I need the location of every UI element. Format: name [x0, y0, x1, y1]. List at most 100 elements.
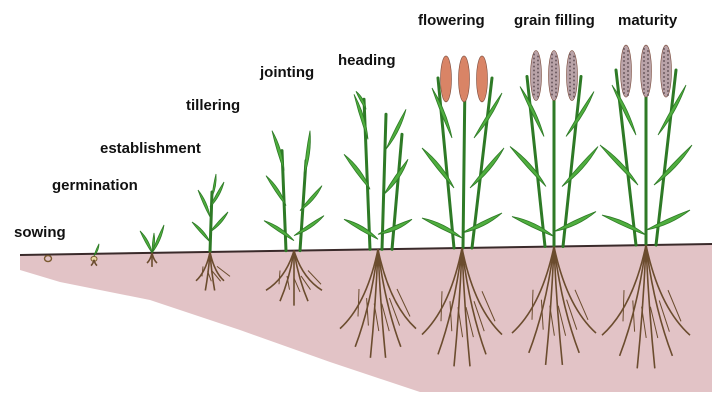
grain [533, 54, 535, 56]
grain [667, 82, 669, 84]
grain [663, 48, 665, 50]
grain [537, 96, 539, 98]
grain [569, 70, 571, 72]
grain [533, 66, 535, 68]
grain [627, 54, 629, 56]
grain [643, 72, 645, 74]
grain [647, 90, 649, 92]
grain [663, 52, 665, 54]
grain [623, 80, 625, 82]
label-heading: heading [338, 52, 396, 69]
stem [210, 192, 212, 252]
grain [663, 64, 665, 66]
grain [573, 84, 575, 86]
label-tillering: tillering [186, 97, 240, 114]
grain [555, 92, 557, 94]
stem [382, 114, 386, 249]
grain [569, 54, 571, 56]
grain [537, 68, 539, 70]
grain [667, 86, 669, 88]
grain-head [621, 45, 632, 97]
grain [663, 76, 665, 78]
grain-head [661, 45, 672, 97]
soil-profile [20, 244, 712, 392]
grain [667, 74, 669, 76]
grain [627, 86, 629, 88]
grain [643, 48, 645, 50]
grain [533, 90, 535, 92]
grain [537, 84, 539, 86]
leaf [386, 109, 406, 149]
grain [647, 58, 649, 60]
leaf [198, 190, 210, 217]
grain [533, 70, 535, 72]
grain [623, 72, 625, 74]
leaf [600, 145, 638, 185]
grain [573, 68, 575, 70]
grain [533, 82, 535, 84]
grain [627, 94, 629, 96]
grain [643, 84, 645, 86]
grain [627, 66, 629, 68]
grain [551, 82, 553, 84]
grain [667, 50, 669, 52]
grain [667, 78, 669, 80]
grain [667, 58, 669, 60]
grain-head [641, 45, 652, 97]
grain [627, 90, 629, 92]
grain [643, 60, 645, 62]
grain [643, 80, 645, 82]
leaf [602, 215, 646, 235]
grain [667, 94, 669, 96]
leaf [646, 210, 690, 230]
grain [667, 54, 669, 56]
stem [463, 78, 465, 248]
grain [533, 62, 535, 64]
grain-head [567, 51, 578, 101]
leaf [192, 222, 210, 242]
grain [623, 48, 625, 50]
grain [647, 86, 649, 88]
grain [569, 74, 571, 76]
leaf [422, 218, 462, 238]
leaf [422, 148, 454, 188]
grain-head [531, 51, 542, 101]
grain [627, 58, 629, 60]
grain [643, 92, 645, 94]
grain [533, 94, 535, 96]
leaf [344, 219, 378, 239]
grain [663, 56, 665, 58]
grain [551, 54, 553, 56]
grain [647, 66, 649, 68]
grain [663, 72, 665, 74]
leaf [554, 212, 596, 232]
grain [647, 54, 649, 56]
grain [551, 78, 553, 80]
grain [573, 88, 575, 90]
leaf [470, 148, 504, 188]
grain [623, 84, 625, 86]
grain [623, 56, 625, 58]
grain [555, 88, 557, 90]
grain [551, 94, 553, 96]
grain [623, 60, 625, 62]
grain [537, 88, 539, 90]
grain [627, 62, 629, 64]
grain [647, 70, 649, 72]
leaf [462, 213, 502, 233]
grain [537, 76, 539, 78]
grain [569, 66, 571, 68]
grain [569, 62, 571, 64]
grain [555, 56, 557, 58]
label-sowing: sowing [14, 224, 66, 241]
leaf [562, 147, 598, 187]
grain [667, 62, 669, 64]
flower-head [477, 56, 488, 102]
grain [623, 64, 625, 66]
grain [551, 74, 553, 76]
leaf [654, 145, 692, 185]
label-flowering: flowering [418, 12, 485, 29]
grain [573, 76, 575, 78]
leaf [512, 217, 554, 237]
grain [647, 50, 649, 52]
